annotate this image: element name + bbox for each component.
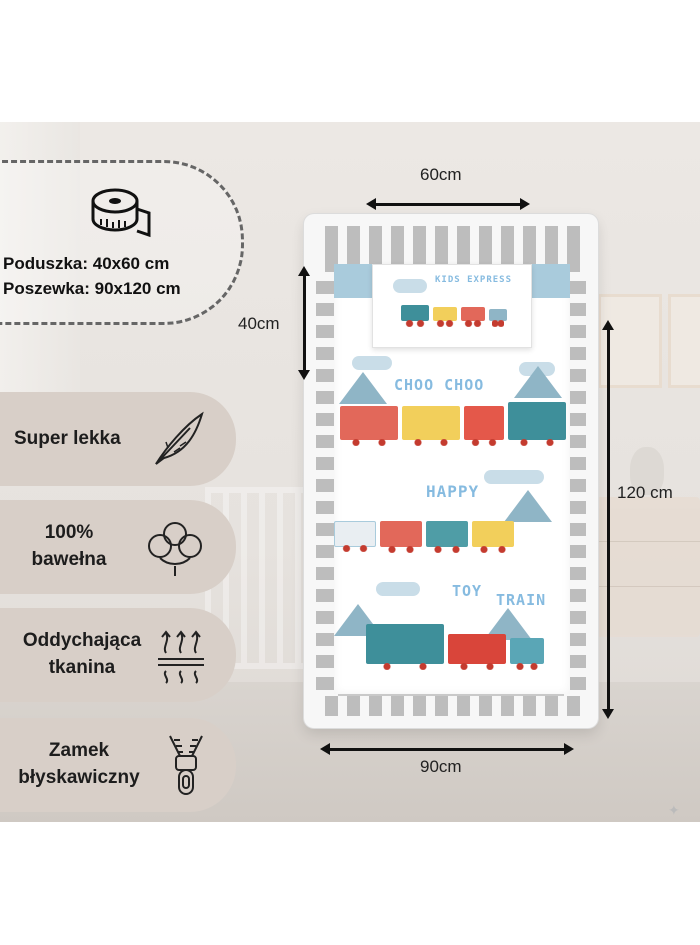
pillow-height-arrow	[303, 272, 306, 372]
wall-picture-frame	[668, 294, 700, 388]
size-info-box: Poduszka: 40x60 cm Poszewka: 90x120 cm	[0, 160, 244, 325]
cloud	[376, 582, 420, 596]
feature-label: Zamek błyskawiczny	[18, 740, 140, 788]
plush-toy	[630, 447, 664, 495]
cloud	[393, 279, 427, 293]
arrowhead	[602, 709, 614, 719]
cover-length-label: 120 cm	[617, 483, 673, 502]
locomotive	[401, 305, 429, 327]
measuring-tape-icon	[91, 188, 151, 238]
train-car	[448, 634, 506, 670]
locomotive	[366, 624, 444, 670]
cover-length-arrow	[607, 326, 610, 711]
pillow-size-text: Poduszka: 40x60 cm	[3, 254, 170, 273]
train-row-3	[366, 624, 544, 670]
crib-bars	[316, 272, 338, 696]
train-car	[464, 406, 504, 446]
print-text-train: TRAIN	[496, 591, 547, 609]
pillow-height-label: 40cm	[238, 314, 280, 333]
train-car	[433, 307, 457, 327]
arrowhead	[298, 266, 310, 276]
cloud	[352, 356, 392, 370]
feature-badge-cotton: 100% bawełna	[0, 500, 236, 594]
cover-size-text: Poszewka: 90x120 cm	[3, 279, 181, 298]
train-row-1	[340, 402, 566, 446]
feature-badge-zipper: Zamek błyskawiczny	[0, 718, 236, 812]
feature-badge-light: Super lekka	[0, 392, 236, 486]
train-car	[334, 521, 376, 552]
arrowhead	[366, 198, 376, 210]
breathable-arrows-icon	[158, 630, 204, 684]
train-car	[510, 638, 544, 670]
cotton-flower-icon	[148, 522, 202, 576]
print-text-choo: CHOO CHOO	[394, 376, 485, 394]
train-car	[340, 406, 398, 446]
print-text-toy: TOY	[452, 582, 483, 600]
sparkle-icon: ✦	[668, 803, 680, 819]
pillow-width-arrow	[372, 203, 522, 206]
train-car	[461, 307, 485, 327]
dresser	[585, 497, 700, 637]
train-car	[402, 406, 460, 446]
mountain	[514, 366, 562, 398]
feature-badge-breathable: Oddychająca tkanina	[0, 608, 236, 702]
feature-label: Oddychająca tkanina	[22, 630, 142, 678]
print-text-happy: HAPPY	[426, 482, 480, 501]
pillow: KIDS EXPRESS	[372, 264, 532, 348]
locomotive	[508, 402, 566, 446]
feather-icon	[155, 411, 204, 465]
arrowhead	[298, 370, 310, 380]
mountain	[339, 372, 387, 404]
crib: CHOO CHOO HAPPY TOY TRAIN KIDS EXPR	[304, 214, 598, 728]
arrowhead	[602, 320, 614, 330]
print-text-kids-express: KIDS EXPRESS	[435, 275, 513, 285]
train-car	[380, 521, 422, 553]
pillow-train	[401, 305, 507, 327]
cover-width-label: 90cm	[420, 757, 462, 776]
arrowhead	[520, 198, 530, 210]
mountain	[504, 490, 552, 522]
train-car	[426, 521, 468, 553]
pillow-width-label: 60cm	[420, 165, 462, 184]
arrowhead	[564, 743, 574, 755]
train-row-2	[334, 521, 514, 553]
feature-label: Super lekka	[14, 427, 121, 449]
feature-label: 100% bawełna	[31, 522, 107, 570]
cover-width-arrow	[326, 748, 566, 751]
train-car	[472, 521, 514, 553]
arrowhead	[320, 743, 330, 755]
train-car	[489, 309, 507, 327]
cloud	[484, 470, 544, 484]
zipper-icon	[169, 735, 203, 795]
crib-bars	[316, 696, 586, 716]
